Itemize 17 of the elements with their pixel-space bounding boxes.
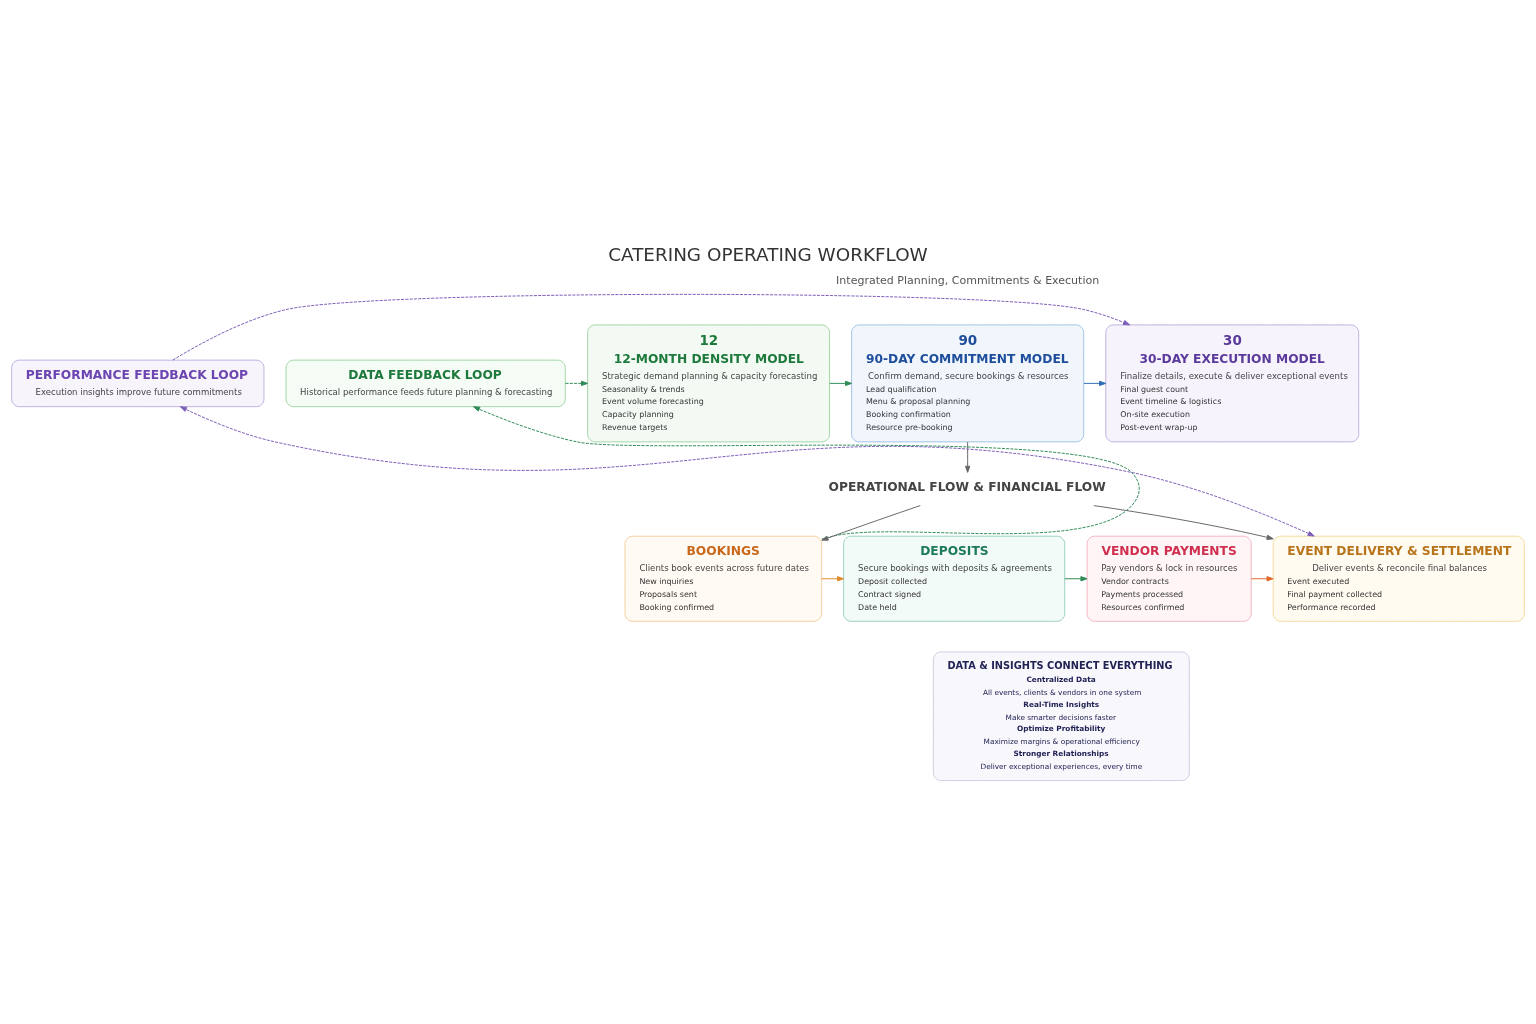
arrow [172,293,1131,361]
arrow [829,380,853,386]
node-text: OPERATIONAL FLOW & FINANCIAL FLOW [828,480,1106,495]
diagram-title: CATERING OPERATING WORKFLOW [608,243,928,265]
arrow [473,406,1140,540]
arrow [965,441,971,473]
arrow [1250,576,1274,582]
arrow [821,505,921,541]
node-box: DATA FEEDBACK LOOP Historical performance feeds future planning & forecasting [285,359,566,407]
arrow [179,406,1315,537]
arrow [1083,380,1107,386]
arrow [564,380,589,386]
arrow [821,576,845,582]
arrow [1064,576,1088,582]
node-box: PERFORMANCE FEEDBACK LOOP Execution insights improve future commitments [11,359,265,407]
arrow [1093,505,1274,540]
label: Integrated Planning, Commitments & Execution [836,274,1100,288]
